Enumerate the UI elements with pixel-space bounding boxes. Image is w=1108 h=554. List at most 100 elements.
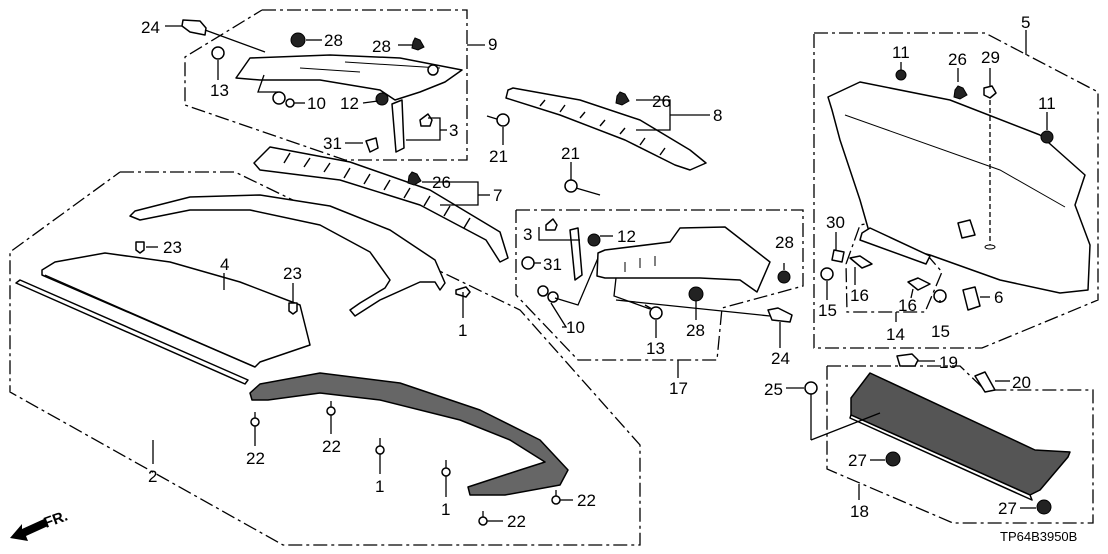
callout-27[interactable]: 27	[848, 451, 867, 470]
callout-9[interactable]: 9	[488, 35, 497, 54]
callout-11[interactable]: 11	[892, 43, 910, 62]
part-tonneau-rod[interactable]	[15, 279, 249, 385]
part-13-bolt-top[interactable]	[211, 46, 225, 60]
callout-31[interactable]: 31	[543, 255, 562, 274]
callout-28[interactable]: 28	[324, 31, 343, 50]
callout-3[interactable]: 3	[523, 225, 532, 244]
callout-21[interactable]: 21	[561, 144, 580, 163]
callout-10[interactable]: 10	[307, 94, 326, 113]
callout-22[interactable]: 22	[246, 449, 265, 468]
callout-22[interactable]: 22	[322, 437, 341, 456]
callout-16[interactable]: 16	[850, 286, 869, 305]
callout-26[interactable]: 26	[652, 92, 671, 111]
part-16-cover-b[interactable]	[907, 277, 931, 291]
part-23-clip-a[interactable]	[135, 241, 145, 254]
callout-7[interactable]: 7	[493, 186, 502, 205]
part-31-clip-mid[interactable]	[521, 256, 535, 270]
part-27-clip-a[interactable]	[885, 451, 901, 467]
callout-28[interactable]: 28	[775, 233, 794, 252]
callout-27[interactable]: 27	[998, 499, 1017, 518]
part-11-grommet-b[interactable]	[1040, 130, 1054, 144]
callout-21[interactable]: 21	[489, 147, 508, 166]
callout-29[interactable]: 29	[981, 48, 1000, 67]
callout-28[interactable]: 28	[686, 321, 705, 340]
callout-14[interactable]: 14	[886, 325, 905, 344]
callout-8[interactable]: 8	[713, 106, 722, 125]
part-22-screw-d[interactable]	[478, 511, 488, 526]
part-22-screw-b[interactable]	[326, 401, 336, 416]
callout-26[interactable]: 26	[432, 173, 451, 192]
callout-16[interactable]: 16	[898, 296, 917, 315]
part-17-side-trim[interactable]	[596, 226, 771, 293]
part-20-cover[interactable]	[974, 371, 996, 393]
part-3-cover-top[interactable]	[419, 113, 433, 127]
part-2-grille-frame[interactable]	[249, 372, 569, 496]
part-19-clip[interactable]	[896, 353, 919, 367]
callout-13[interactable]: 13	[210, 81, 229, 100]
callout-24[interactable]: 24	[771, 349, 790, 368]
part-29-clip[interactable]	[983, 85, 997, 250]
part-28-clip-round[interactable]	[290, 32, 306, 48]
callout-18[interactable]: 18	[850, 502, 869, 521]
part-28-clip-mid-b[interactable]	[777, 270, 791, 284]
callout-4[interactable]: 4	[220, 255, 229, 274]
callout-6[interactable]: 6	[994, 288, 1003, 307]
part-22-screw-c[interactable]	[551, 490, 561, 505]
callout-25[interactable]: 25	[764, 380, 783, 399]
part-28-clip-mid-a[interactable]	[688, 286, 704, 302]
part-18-lower-trim[interactable]	[849, 372, 1071, 501]
callout-1[interactable]: 1	[441, 500, 450, 519]
callout-13[interactable]: 13	[646, 339, 665, 358]
callout-15[interactable]: 15	[931, 322, 950, 341]
part-25-screw[interactable]	[804, 381, 881, 441]
part-9-quarter-trim-upper[interactable]	[235, 54, 463, 153]
part-1-pin-b[interactable]	[375, 438, 385, 455]
part-30-cap[interactable]	[831, 249, 845, 263]
part-28-clip-push[interactable]	[411, 37, 425, 51]
callout-20[interactable]: 20	[1012, 373, 1031, 392]
part-16-cover-a[interactable]	[849, 255, 873, 269]
part-15-bolt-a[interactable]	[820, 267, 834, 281]
callout-12[interactable]: 12	[617, 227, 636, 246]
callout-12[interactable]: 12	[340, 94, 359, 113]
callout-1[interactable]: 1	[458, 321, 467, 340]
callout-11[interactable]: 11	[1038, 94, 1056, 113]
part-23-clip-b[interactable]	[288, 302, 298, 315]
part-curved-side-trim[interactable]	[129, 194, 446, 317]
part-26-clip-a[interactable]	[615, 91, 630, 106]
callout-26[interactable]: 26	[948, 50, 967, 69]
part-24-clip-top[interactable]	[181, 19, 207, 36]
callout-22[interactable]: 22	[577, 491, 596, 510]
part-14-handle[interactable]	[859, 227, 931, 265]
part-10-grommet-mid[interactable]	[537, 285, 559, 303]
part-3-cover-mid[interactable]	[545, 218, 558, 231]
part-6-cap[interactable]	[962, 286, 981, 311]
part-3-pillar-clip-mid[interactable]	[569, 227, 583, 281]
part-8-pillar-trim[interactable]	[505, 87, 707, 171]
part-13-bolt-mid[interactable]	[644, 304, 663, 320]
part-27-clip-b[interactable]	[1036, 499, 1052, 515]
part-24-clip-mid[interactable]	[767, 307, 793, 323]
callout-10[interactable]: 10	[566, 318, 585, 337]
part-22-screw-a[interactable]	[250, 412, 260, 427]
callout-17[interactable]: 17	[669, 379, 688, 398]
callout-1[interactable]: 1	[375, 477, 384, 496]
part-12-nut-top[interactable]	[375, 92, 389, 106]
part-21-screw-mid[interactable]	[564, 179, 601, 196]
callout-2[interactable]: 2	[148, 467, 157, 486]
callout-30[interactable]: 30	[826, 213, 845, 232]
part-1-pin-c[interactable]	[441, 460, 451, 477]
callout-3[interactable]: 3	[449, 121, 458, 140]
part-31-clip-top[interactable]	[365, 137, 379, 153]
part-4-tonneau-cover[interactable]	[41, 252, 311, 368]
part-10-grommet-top[interactable]	[272, 91, 295, 108]
callout-23[interactable]: 23	[283, 264, 302, 283]
callout-23[interactable]: 23	[163, 238, 182, 257]
callout-19[interactable]: 19	[939, 353, 958, 372]
part-7-rail-trim[interactable]	[253, 146, 509, 263]
part-21-screw-top[interactable]	[486, 113, 510, 127]
callout-31[interactable]: 31	[323, 134, 342, 153]
part-12-nut-mid[interactable]	[587, 233, 601, 247]
part-11-grommet-a[interactable]	[895, 69, 907, 81]
callout-15[interactable]: 15	[818, 301, 837, 320]
